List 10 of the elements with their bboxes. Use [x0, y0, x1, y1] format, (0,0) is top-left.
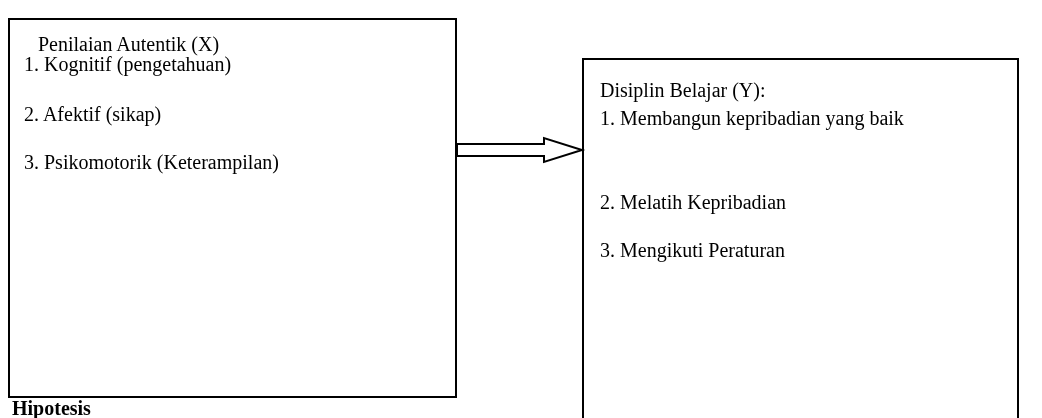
- list-item: 2. Afektif (sikap): [24, 102, 163, 128]
- content-box: [582, 58, 1019, 418]
- hollow-arrow: [456, 136, 586, 164]
- list-item: 3. Psikomotorik (Keterampilan): [24, 150, 280, 176]
- list-item: 2. Melatih Kepribadian: [600, 190, 788, 216]
- list-item: 1. Membangun kepribadian yang baik: [600, 106, 905, 132]
- box-heading: Penilaian Autentik (X): [38, 32, 220, 56]
- content-box: [8, 18, 457, 398]
- box-heading: Disiplin Belajar (Y):: [600, 78, 767, 104]
- list-item: 3. Mengikuti Peraturan: [600, 238, 786, 264]
